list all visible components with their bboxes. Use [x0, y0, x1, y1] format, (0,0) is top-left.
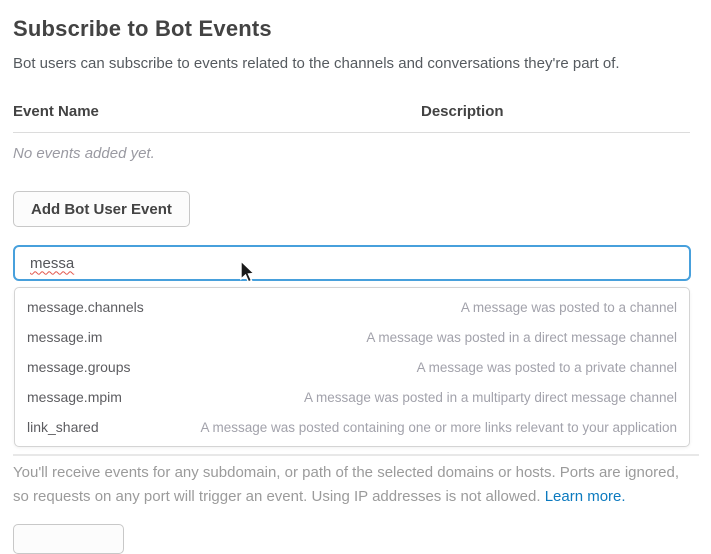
add-bot-user-event-button[interactable]: Add Bot User Event: [13, 191, 190, 227]
learn-more-link[interactable]: Learn more.: [544, 488, 626, 505]
domain-events-help-text: You'll receive events for any subdomain,…: [13, 461, 681, 509]
table-header-divider: [13, 132, 690, 133]
page-subtitle: Bot users can subscribe to events relate…: [13, 55, 620, 72]
event-option-description: A message was posted to a channel: [460, 299, 677, 315]
events-table-header: Event Name Description: [13, 103, 690, 120]
event-option-message-channels[interactable]: message.channels A message was posted to…: [15, 292, 689, 322]
event-option-message-groups[interactable]: message.groups A message was posted to a…: [15, 352, 689, 382]
event-option-message-mpim[interactable]: message.mpim A message was posted in a m…: [15, 382, 689, 412]
empty-events-message: No events added yet.: [13, 145, 155, 162]
event-search-input-value: messa: [30, 254, 75, 272]
event-option-name: link_shared: [27, 419, 99, 435]
event-suggestions-dropdown: message.channels A message was posted to…: [14, 287, 690, 447]
event-option-name: message.channels: [27, 299, 144, 315]
help-text: You'll receive events for any subdomain,…: [13, 464, 680, 505]
section-divider: [13, 454, 699, 456]
event-option-description: A message was posted in a direct message…: [366, 329, 677, 345]
page-title: Subscribe to Bot Events: [13, 16, 272, 41]
event-option-link-shared[interactable]: link_shared A message was posted contain…: [15, 412, 689, 442]
column-header-description: Description: [421, 103, 504, 120]
event-option-name: message.im: [27, 329, 103, 345]
event-option-message-im[interactable]: message.im A message was posted in a dir…: [15, 322, 689, 352]
event-search-input[interactable]: messa: [13, 245, 691, 281]
event-option-description: A message was posted in a multiparty dir…: [304, 389, 677, 405]
event-option-name: message.groups: [27, 359, 131, 375]
event-option-name: message.mpim: [27, 389, 122, 405]
partial-bottom-button[interactable]: [13, 524, 124, 554]
subscribe-bot-events-page: Subscribe to Bot Events Bot users can su…: [13, 16, 699, 554]
column-header-event-name: Event Name: [13, 103, 99, 120]
event-option-description: A message was posted containing one or m…: [200, 419, 677, 435]
event-option-description: A message was posted to a private channe…: [416, 359, 677, 375]
